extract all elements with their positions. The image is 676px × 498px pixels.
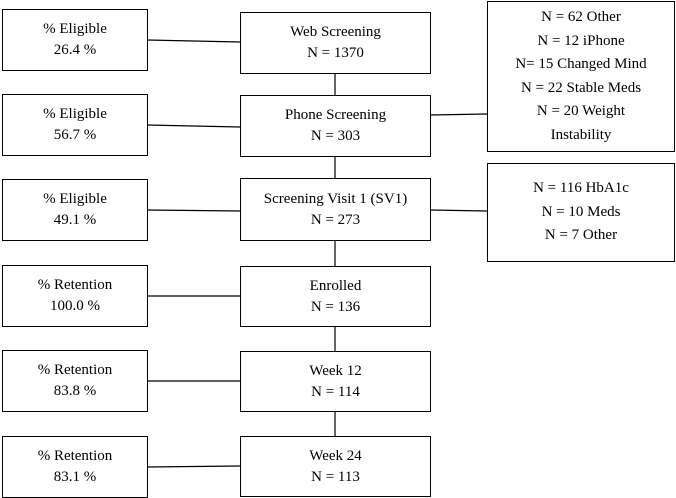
stage-title: Enrolled — [309, 277, 362, 294]
stage-count: N = 273 — [310, 211, 361, 228]
stage-count: N = 114 — [311, 383, 360, 400]
exclusion-box-phone-screening: N = 62 Other N = 12 iPhone N= 15 Changed… — [487, 1, 675, 152]
stage-title: Week 12 — [309, 362, 362, 379]
metric-label: % Eligible — [43, 191, 107, 207]
metric-label: % Retention — [37, 277, 113, 293]
connector-metric-5 — [146, 465, 241, 468]
connector-exclusion-sv1 — [429, 209, 488, 212]
stage-box-phone-screening: Phone Screening N = 303 — [240, 95, 431, 157]
metric-label: % Eligible — [43, 21, 107, 37]
stage-count: N = 113 — [311, 468, 360, 485]
metric-box-web-screening: % Eligible 26.4 % — [2, 9, 148, 71]
exclusion-line: Instability — [550, 126, 612, 143]
metric-value: 83.1 % — [53, 469, 97, 485]
metric-box-week-24: % Retention 83.1 % — [2, 436, 148, 498]
exclusion-line: N = 22 Stable Meds — [520, 79, 642, 96]
stage-box-week-12: Week 12 N = 114 — [240, 351, 431, 412]
stage-title: Week 24 — [309, 447, 362, 464]
stage-box-web-screening: Web Screening N = 1370 — [240, 12, 431, 74]
exclusion-box-sv1: N = 116 HbA1c N = 10 Meds N = 7 Other — [487, 163, 675, 262]
metric-value: 49.1 % — [53, 212, 97, 228]
stage-box-week-24: Week 24 N = 113 — [240, 436, 431, 497]
exclusion-line: N = 20 Weight — [536, 103, 626, 119]
stage-title: Phone Screening — [284, 107, 387, 123]
stage-box-sv1: Screening Visit 1 (SV1) N = 273 — [240, 178, 431, 241]
stage-count: N = 136 — [310, 298, 361, 315]
metric-box-sv1: % Eligible 49.1 % — [2, 179, 148, 241]
exclusion-line: N = 7 Other — [544, 227, 618, 244]
metric-value: 56.7 % — [53, 127, 97, 143]
metric-value: 100.0 % — [50, 298, 100, 314]
connector-metric-1 — [146, 124, 241, 128]
exclusion-line: N = 116 HbA1c — [533, 180, 629, 197]
connector-exclusion-phone — [429, 113, 488, 116]
metric-label: % Eligible — [43, 106, 107, 122]
metric-label: % Retention — [37, 448, 113, 464]
metric-box-week-12: % Retention 83.8 % — [2, 350, 148, 412]
exclusion-line: N = 62 Other — [541, 9, 621, 25]
metric-box-enrolled: % Retention 100.0 % — [2, 265, 148, 327]
connector-metric-0 — [146, 39, 241, 43]
metric-box-phone-screening: % Eligible 56.7 % — [2, 94, 148, 156]
exclusion-line: N = 10 Meds — [541, 203, 621, 220]
stage-count: N = 303 — [310, 128, 361, 144]
connector-metric-2 — [146, 209, 241, 212]
exclusion-line: N = 12 iPhone — [537, 32, 625, 49]
metric-value: 26.4 % — [53, 42, 97, 58]
exclusion-line: N= 15 Changed Mind — [515, 56, 647, 72]
stage-box-enrolled: Enrolled N = 136 — [240, 266, 431, 327]
metric-value: 83.8 % — [53, 383, 97, 399]
stage-count: N = 1370 — [307, 45, 364, 61]
stage-title: Screening Visit 1 (SV1) — [263, 190, 408, 207]
stage-title: Web Screening — [290, 24, 381, 40]
metric-label: % Retention — [37, 362, 113, 378]
